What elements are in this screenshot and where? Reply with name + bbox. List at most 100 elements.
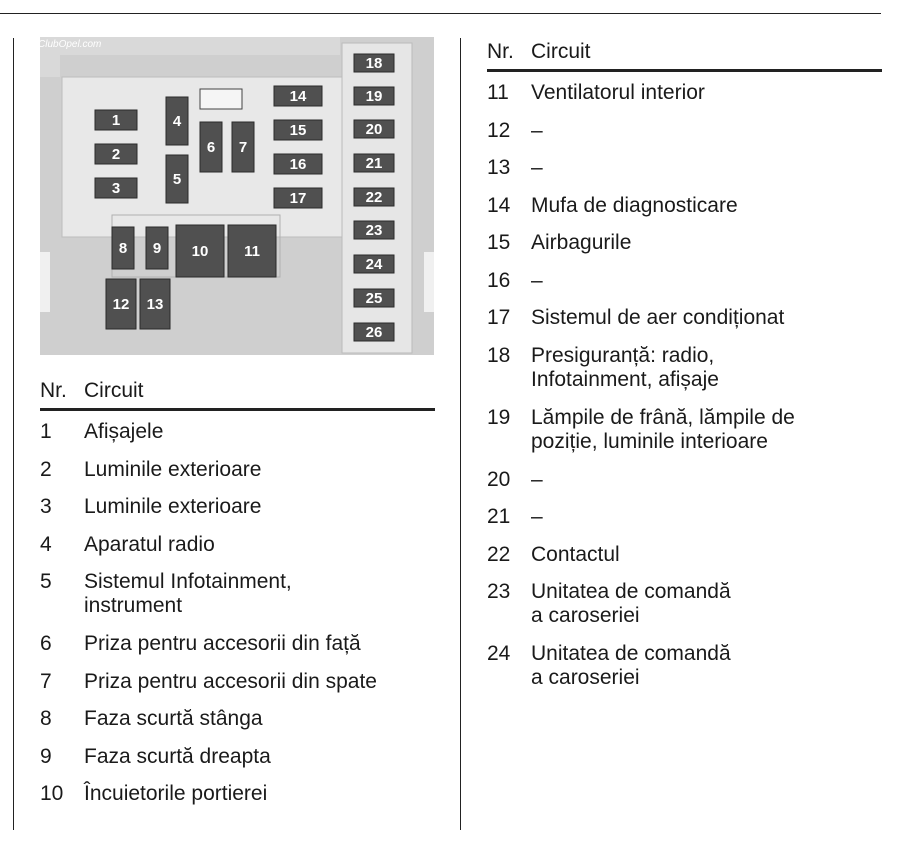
row-number: 3	[40, 495, 52, 518]
fuse-body	[105, 278, 137, 330]
row-circuit: Priza pentru accesorii din față	[84, 632, 435, 670]
fuse-1: 1	[94, 109, 138, 131]
row-circuit: –	[531, 468, 882, 506]
fuse-number: 11	[244, 243, 260, 260]
fuse-body	[94, 109, 138, 131]
row-circuit: Airbagurile	[531, 231, 882, 269]
row-number: 16	[487, 268, 511, 292]
row-circuit: Faza scurtă stânga	[84, 707, 435, 745]
row-circuit: Aparatul radio	[84, 533, 435, 571]
fuse-number: 6	[207, 139, 215, 156]
fuse-number: 16	[290, 156, 307, 173]
fuse-number: 18	[366, 55, 383, 72]
fuse-body	[165, 154, 189, 204]
fuse-body	[94, 143, 138, 165]
circuit-line: Priza pentru accesorii din spate	[84, 669, 377, 693]
fuse-23: 23	[353, 220, 395, 240]
row-number: 18	[487, 343, 511, 367]
fuse-number: 14	[290, 88, 307, 105]
fuse-body	[139, 278, 171, 330]
fuse-number: 13	[147, 296, 164, 313]
row-circuit: –	[531, 119, 882, 157]
fuse-body	[227, 224, 277, 278]
fuse-body	[94, 177, 138, 199]
fuse-number: 1	[112, 112, 120, 129]
fuse-9: 9	[145, 226, 169, 270]
fuse-13: 13	[139, 278, 171, 330]
row-circuit: Mufa de diagnosticare	[531, 194, 882, 232]
fuse-number: 10	[192, 243, 209, 260]
fuse-number: 25	[366, 290, 383, 307]
fuse-body	[353, 86, 395, 106]
table-header: Nr. Circuit	[40, 379, 435, 411]
row-circuit: Sistemul de aer condiționat	[531, 306, 882, 344]
row-circuit: Afișajele	[84, 420, 435, 458]
fuse-3: 3	[94, 177, 138, 199]
row-circuit: –	[531, 156, 882, 194]
fuse-body	[175, 224, 225, 278]
table-row: 8 Faza scurtă stânga	[40, 707, 435, 745]
fuse-8: 8	[111, 226, 135, 270]
circuit-line: Luminile exterioare	[84, 495, 262, 518]
circuit-line: Afișajele	[84, 420, 164, 443]
row-number: 12	[487, 118, 511, 142]
header-nr: Nr.	[487, 40, 514, 63]
header-circuit: Circuit	[531, 40, 591, 63]
table-row: 12–	[487, 119, 882, 157]
table-row: 20–	[487, 468, 882, 506]
circuit-line: a caroseriei	[531, 604, 640, 627]
watermark-text: ClubOpel.com	[40, 39, 101, 50]
fuse-number: 21	[366, 155, 383, 172]
row-number: 5	[40, 570, 52, 593]
fuse-11: 11	[227, 224, 277, 278]
row-number: 21	[487, 505, 511, 528]
fuse-number: 20	[366, 121, 383, 138]
fuse-22: 22	[353, 187, 395, 207]
circuit-line: Unitatea de comandă	[531, 642, 731, 665]
row-number: 10	[40, 782, 64, 805]
row-number: 24	[487, 642, 511, 665]
top-rule	[0, 13, 881, 14]
row-number: 8	[40, 707, 52, 730]
fuse-body	[273, 187, 323, 209]
row-number: 13	[487, 156, 511, 179]
fuse-body	[353, 288, 395, 308]
table-row: 16–	[487, 269, 882, 307]
row-circuit: –	[531, 505, 882, 543]
row-number: 23	[487, 580, 511, 603]
fuse-body	[111, 226, 135, 270]
fuse-body	[353, 153, 395, 173]
fuse-18: 18	[353, 53, 395, 73]
fuse-19: 19	[353, 86, 395, 106]
fuse-body	[353, 187, 395, 207]
row-number: 22	[487, 542, 511, 566]
fuse-24: 24	[353, 254, 395, 274]
fuse-number: 24	[366, 256, 383, 273]
fuse-number: 26	[366, 324, 383, 341]
fuse-number: 8	[119, 240, 127, 257]
circuit-line: –	[531, 467, 543, 491]
fuse-body	[273, 85, 323, 107]
circuit-line: –	[531, 268, 543, 292]
fuse-body	[353, 119, 395, 139]
fuse-number: 9	[153, 240, 161, 257]
circuit-line: poziție, luminile interioare	[531, 429, 768, 453]
fuse-body	[273, 119, 323, 141]
table-row: 15 Airbagurile	[487, 231, 882, 269]
row-number: 15	[487, 231, 511, 254]
fuse-number: 2	[112, 146, 120, 163]
fuse-12: 12	[105, 278, 137, 330]
circuit-line: Infotainment, afișaje	[531, 367, 719, 391]
row-circuit: Priza pentru accesorii din spate	[84, 670, 435, 708]
